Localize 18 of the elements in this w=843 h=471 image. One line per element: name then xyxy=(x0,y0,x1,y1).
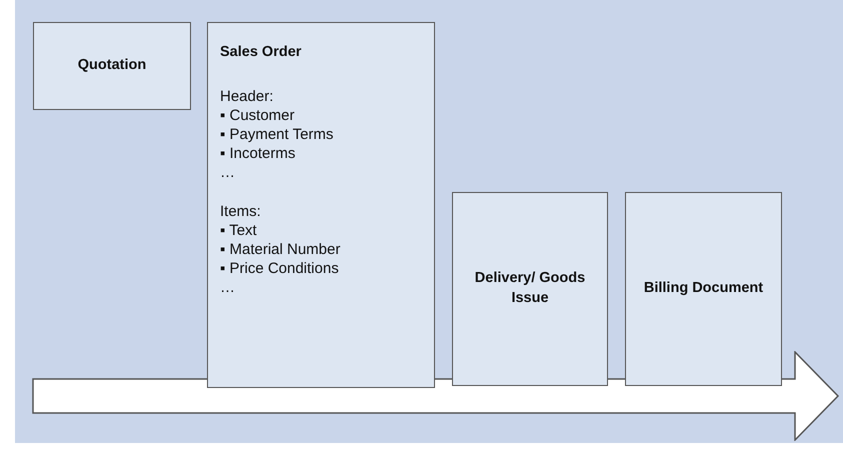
list-text: … xyxy=(220,162,235,182)
box-title: Sales Order xyxy=(220,43,302,62)
list-text: Header: xyxy=(220,86,274,106)
list-text: ▪ Payment Terms xyxy=(220,124,334,144)
list-text: … xyxy=(220,278,235,297)
list-text: ▪ Customer xyxy=(220,106,295,125)
list-text: ▪ Incoterms xyxy=(220,144,296,163)
box-title: Quotation xyxy=(78,56,146,76)
box-title: Delivery/ Goods Issue xyxy=(474,269,586,308)
list-text: ▪ Text xyxy=(220,220,257,240)
document-box xyxy=(207,22,435,388)
list-text: ▪ Price Conditions xyxy=(220,258,339,278)
box-title: Billing Document xyxy=(644,279,764,298)
list-text: ▪ Material Number xyxy=(220,240,340,259)
process-box xyxy=(452,192,608,386)
process-box xyxy=(625,192,782,386)
list-text: Items: xyxy=(220,202,261,221)
process-box xyxy=(33,22,191,110)
